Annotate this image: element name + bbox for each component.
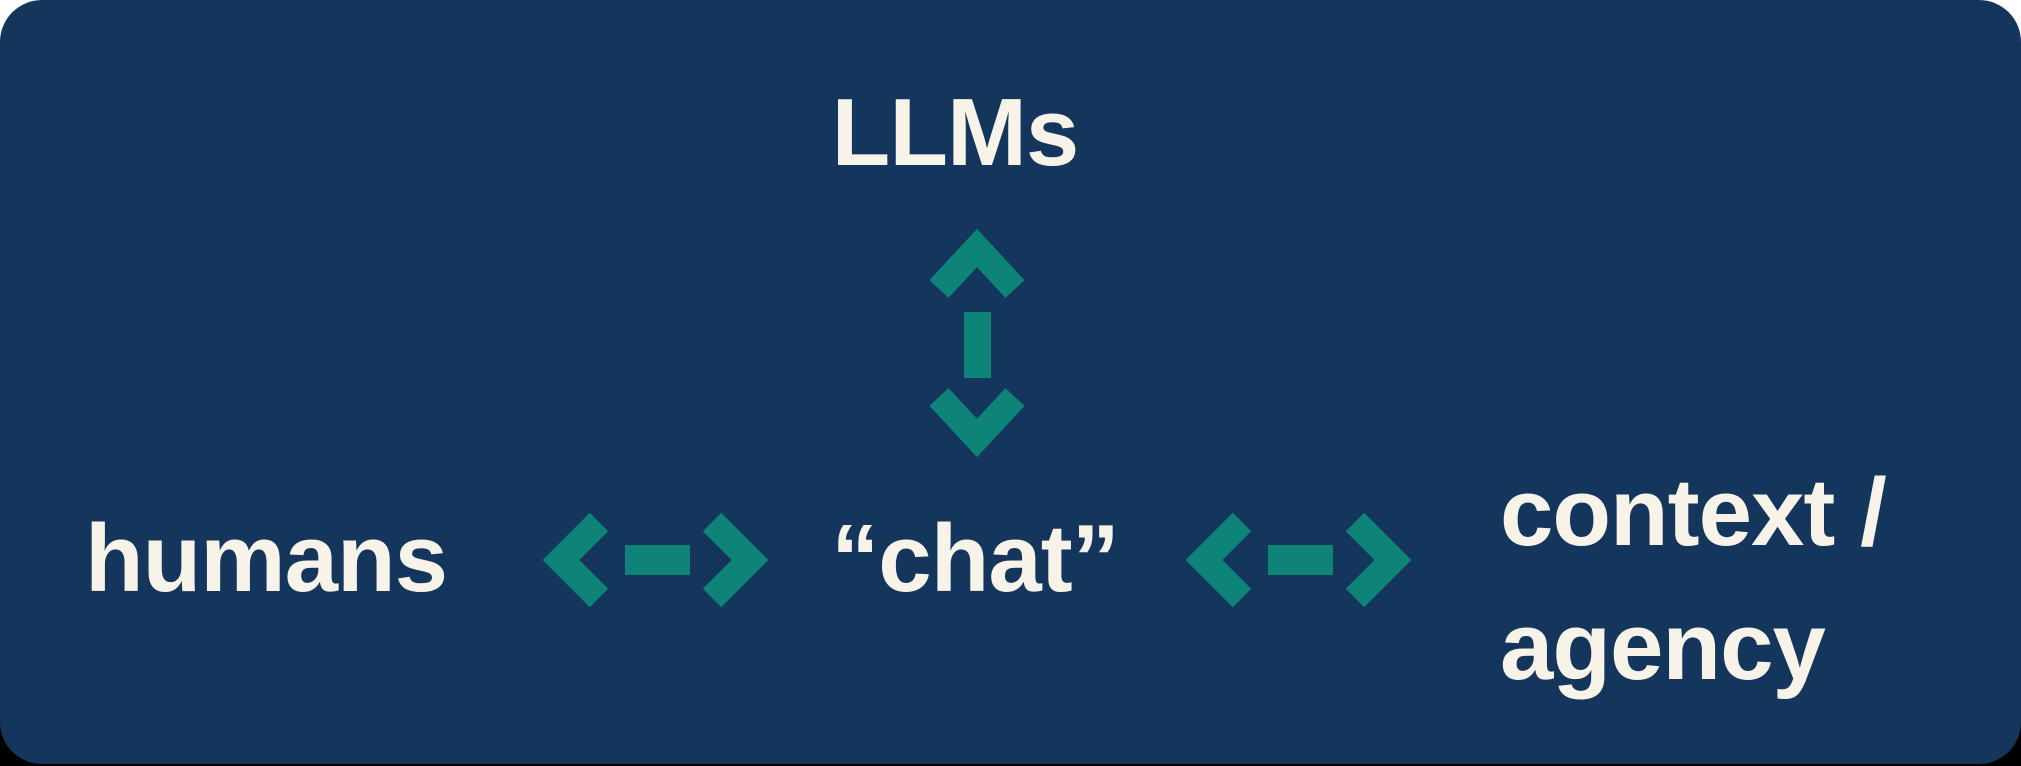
double-arrow-horizontal-icon — [542, 513, 769, 607]
node-humans: humans — [85, 505, 448, 612]
double-arrow-vertical-icon — [930, 228, 1024, 458]
node-llms: LLMs — [831, 79, 1080, 186]
double-arrow-horizontal-icon — [1185, 513, 1412, 607]
node-context-agency: context / agency — [1500, 459, 1887, 701]
node-chat: “chat” — [831, 505, 1119, 612]
